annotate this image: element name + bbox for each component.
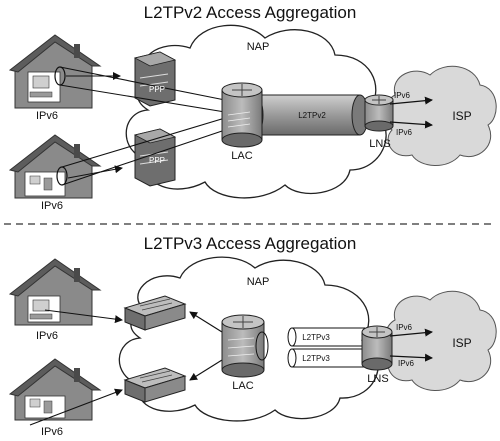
- bottom-switch-1: [123, 295, 187, 331]
- top-lns-arrow-1: [389, 96, 433, 105]
- bottom-title: L2TPv3 Access Aggregation: [144, 234, 357, 253]
- bottom-host-arrow-1: [44, 309, 123, 324]
- top-lns-out-label-1: IPv6: [394, 91, 411, 100]
- top-lns-out-label-2: IPv6: [396, 128, 413, 137]
- bottom-host-label-1: IPv6: [36, 330, 58, 342]
- top-ppp-tunnel-1: [54, 66, 226, 113]
- bottom-isp-cloud: [383, 290, 497, 391]
- bottom-switch-2: [123, 367, 187, 403]
- top-ppp-label-2: PPP: [149, 156, 165, 165]
- bottom-switch-arrow-2: [189, 359, 223, 381]
- top-lns-router: [364, 94, 394, 132]
- bottom-lns-out-label-2: IPv6: [398, 359, 415, 368]
- computer-icon: [29, 175, 41, 185]
- bottom-l2tpv3-tunnel-1: [287, 327, 365, 347]
- bottom-lns-out-label-1: IPv6: [396, 323, 413, 332]
- top-host-label-2: IPv6: [41, 200, 63, 212]
- top-lac-label: LAC: [231, 150, 252, 162]
- top-lns-arrow-2: [389, 120, 433, 129]
- bottom-lns-router: [361, 325, 393, 371]
- top-title: L2TPv2 Access Aggregation: [144, 3, 357, 22]
- bottom-l2tpv3-tunnel-2: [287, 348, 365, 368]
- top-ppp-label-1: PPP: [149, 85, 165, 94]
- bottom-switch-arrow-1: [189, 311, 223, 333]
- computer-icon: [29, 398, 41, 408]
- bottom-section: L2TPv3 Access Aggregation NAP ISP IPv6 I…: [8, 234, 497, 438]
- bottom-lns-arrow-2: [389, 353, 433, 362]
- bottom-tunnel-label-1: L2TPv3: [302, 333, 330, 342]
- top-access-device-2: [133, 128, 177, 187]
- top-lac-router: [221, 82, 263, 148]
- bottom-isp-label: ISP: [452, 336, 471, 350]
- bottom-nap-label: NAP: [247, 276, 270, 288]
- bottom-host-arrow-2: [29, 388, 123, 426]
- top-host-label-1: IPv6: [36, 110, 58, 122]
- top-isp-cloud: [383, 65, 497, 166]
- computer-icon: [32, 75, 50, 89]
- computer-icon: [32, 299, 50, 312]
- top-house-2: [8, 134, 102, 199]
- bottom-house-1: [8, 258, 102, 326]
- top-tunnel-label: L2TPv2: [298, 111, 326, 120]
- bottom-host-label-2: IPv6: [41, 426, 63, 438]
- top-house-1: [8, 34, 102, 109]
- top-isp-label: ISP: [452, 109, 471, 123]
- bottom-lac-label: LAC: [232, 380, 253, 392]
- top-access-device-1: [133, 51, 177, 107]
- top-ppp-tunnel-2: [56, 117, 226, 186]
- top-nap-label: NAP: [247, 41, 270, 53]
- top-lns-label: LNS: [369, 138, 390, 150]
- bottom-lns-arrow-1: [389, 328, 433, 337]
- bottom-lns-label: LNS: [367, 373, 388, 385]
- bottom-tunnel-label-2: L2TPv3: [302, 354, 330, 363]
- bottom-house-2: [8, 358, 102, 421]
- top-section: L2TPv2 Access Aggregation NAP ISP IPv6 I…: [8, 3, 497, 212]
- bottom-lac-router: [221, 314, 269, 378]
